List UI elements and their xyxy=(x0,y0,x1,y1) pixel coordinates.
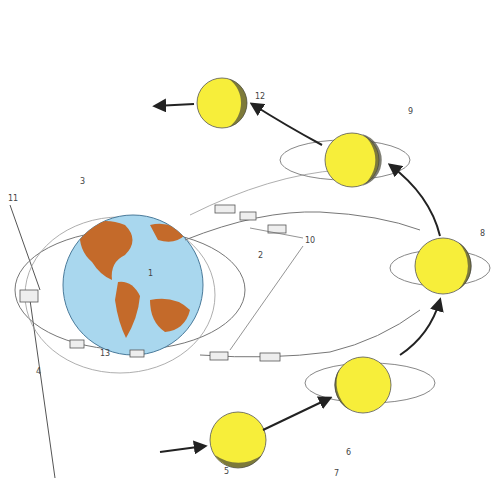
callout-number: 2 xyxy=(258,252,263,260)
callout-number: 13 xyxy=(100,350,110,358)
callout-number: 1 xyxy=(148,270,153,278)
callout-number: 5 xyxy=(224,468,229,476)
callout-number: 3 xyxy=(80,178,85,186)
callout-number: 8 xyxy=(480,230,485,238)
callout-number: 11 xyxy=(8,195,18,203)
callout-number: 4 xyxy=(36,368,41,376)
callout-number: 7 xyxy=(334,470,339,478)
callout-number: 12 xyxy=(255,93,265,101)
callout-number: 6 xyxy=(346,449,351,457)
callout-number: 10 xyxy=(305,237,315,245)
callout-number: 9 xyxy=(408,108,413,116)
